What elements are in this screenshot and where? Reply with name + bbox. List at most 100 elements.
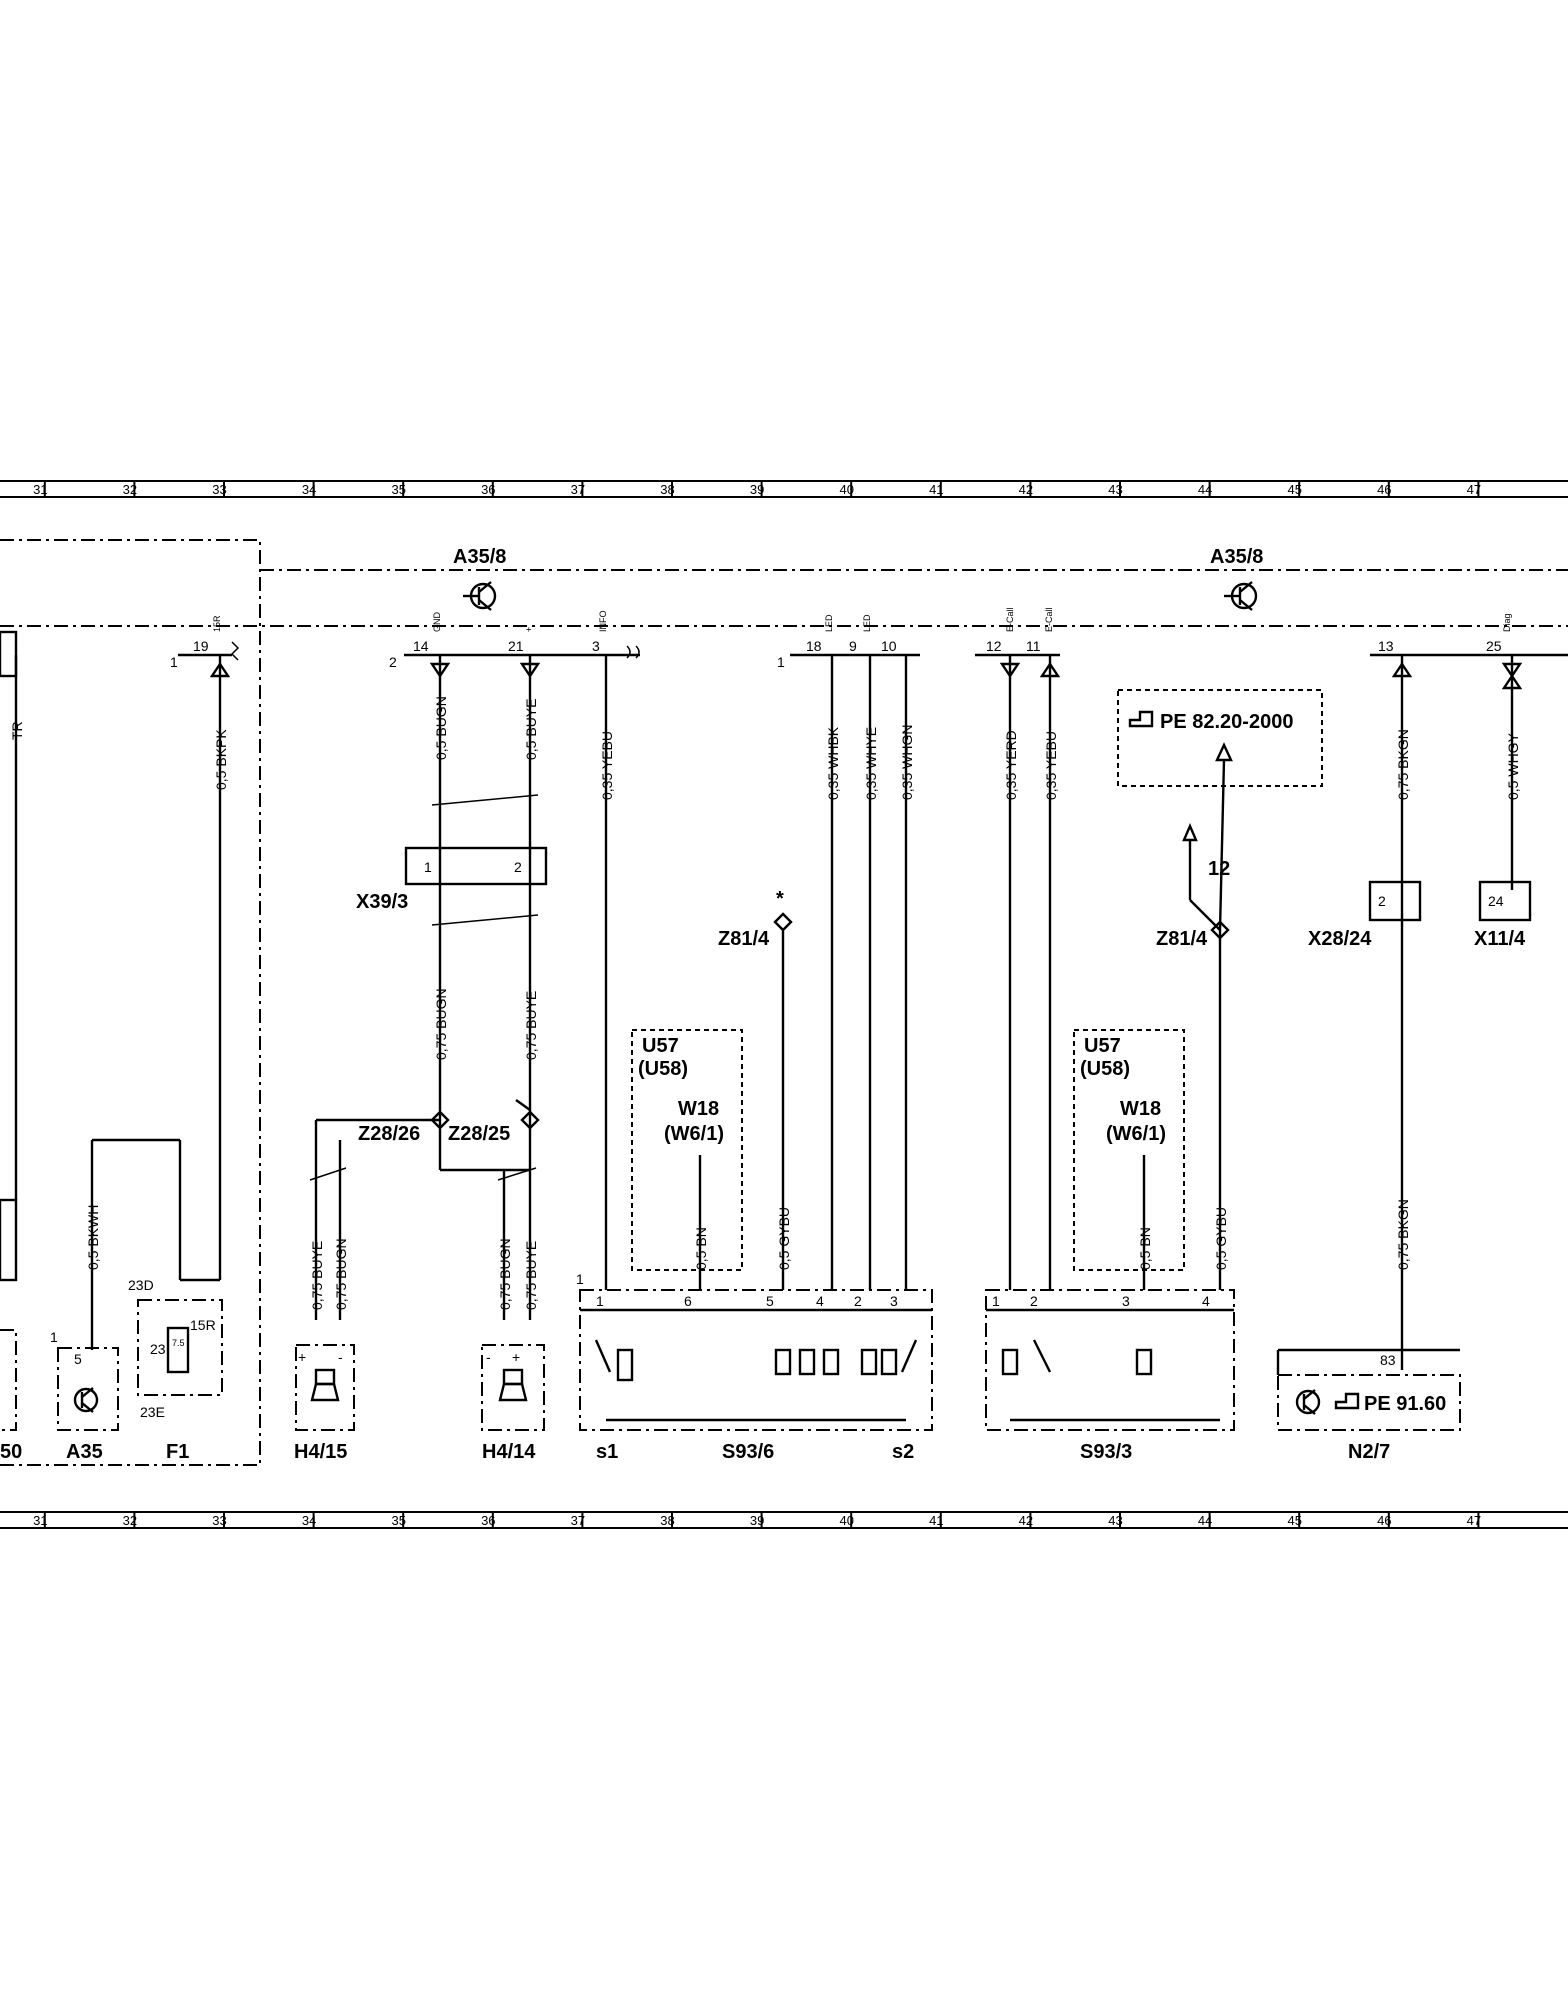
- wire-bugn: 0,75 BUGN: [333, 1238, 349, 1310]
- s93-6-switch-unit: 1 1 6 5 4 2 3 S93/6 s1 s2: [576, 1271, 933, 1463]
- transistor-icon: [1224, 581, 1258, 611]
- column-number: 38: [660, 1513, 674, 1528]
- u58-label: (U58): [1080, 1058, 1130, 1080]
- z81-4-label: Z81/4: [1156, 928, 1208, 950]
- column-bar-top: [0, 480, 1568, 498]
- n2-7-unit: 83 PE 91.60 N2/7: [1276, 1348, 1461, 1463]
- u57-box-left: U57 (U58) W18 (W6/1): [631, 1029, 743, 1271]
- column-number: 47: [1467, 1513, 1481, 1528]
- column-number: 31: [33, 1513, 47, 1528]
- switch-icon: [594, 1339, 918, 1373]
- asterisk: *: [776, 888, 784, 910]
- signal-plus: +: [524, 627, 534, 632]
- pin-10: 10: [881, 638, 897, 654]
- pin-19: 19: [193, 638, 209, 654]
- fuse-icon: [166, 1326, 190, 1374]
- wire-bn: 0,5 BN: [1137, 1227, 1153, 1270]
- column-number: 33: [212, 482, 226, 497]
- pin-83: 83: [1380, 1352, 1396, 1368]
- pin-18: 18: [806, 638, 822, 654]
- column-number: 39: [750, 482, 764, 497]
- pin-11: 11: [1026, 638, 1041, 654]
- pin-23: 23: [150, 1341, 166, 1357]
- pin-2: 2: [1378, 893, 1386, 909]
- pin-plus: +: [298, 1349, 306, 1365]
- column-number: 40: [839, 1513, 853, 1528]
- column-number: 38: [660, 482, 674, 497]
- column-number: 33: [212, 1513, 226, 1528]
- pin-3: 3: [890, 1293, 898, 1309]
- wire-bugn: 0,5 BUGN: [433, 696, 449, 760]
- signal-e-call: E-Call: [1044, 607, 1054, 632]
- column-number: 32: [123, 482, 137, 497]
- u57-box-right: U57 (U58) W18 (W6/1): [1073, 1029, 1185, 1271]
- signal-led: LED: [862, 614, 872, 632]
- pin-minus: -: [486, 1349, 491, 1365]
- a35-8-label-left: A35/8: [453, 546, 506, 568]
- w6-label: (W6/1): [664, 1123, 724, 1145]
- x11-4-label: X11/4: [1474, 928, 1526, 950]
- column-number: 34: [302, 1513, 316, 1528]
- column-number: 44: [1198, 482, 1212, 497]
- pin-2: 2: [514, 859, 522, 875]
- z28-25-label: Z28/25: [448, 1123, 510, 1145]
- wire-yerd: 0,35 YERD: [1003, 730, 1019, 800]
- connector-side-1: 1: [777, 654, 785, 670]
- x11-4-connector: 24 X11/4: [1474, 880, 1532, 950]
- column-number: 31: [33, 482, 47, 497]
- w18-label: W18: [1120, 1098, 1161, 1120]
- pin-2: 2: [1030, 1293, 1038, 1309]
- wire-whgy: 0,5 WHGY: [1505, 732, 1521, 800]
- pin-15r: 15R: [190, 1317, 216, 1333]
- z81-4-right: Z81/4 12: [1156, 742, 1233, 950]
- x28-24-label: X28/24: [1308, 928, 1372, 950]
- pin-4: 4: [816, 1293, 824, 1309]
- wire-bn: 0,5 BN: [693, 1227, 709, 1270]
- signal-led: LED: [824, 614, 834, 632]
- z81-4-left: * Z81/4: [718, 888, 793, 950]
- signal-info: INFO: [598, 611, 608, 633]
- pin-24: 24: [1488, 893, 1504, 909]
- h4-14-label: H4/14: [482, 1441, 536, 1463]
- pin-13: 13: [1378, 638, 1394, 654]
- u58-label: (U58): [638, 1058, 688, 1080]
- signal-gnd: GND: [432, 612, 442, 633]
- s2-label: s2: [892, 1441, 914, 1463]
- z81-4-label: Z81/4: [718, 928, 770, 950]
- wire-yebu: 0,35 YEBU: [599, 731, 615, 800]
- w6-label: (W6/1): [1106, 1123, 1166, 1145]
- ref-pe-82-text: PE 82.20-2000: [1160, 711, 1293, 733]
- pin-23d: 23D: [128, 1277, 154, 1293]
- column-number: 44: [1198, 1513, 1212, 1528]
- wire-whbk: 0,35 WHBK: [825, 726, 841, 800]
- connector-side-1: 1: [50, 1329, 58, 1345]
- column-number: 36: [481, 1513, 495, 1528]
- wire-buye: 0,75 BUYE: [309, 1241, 325, 1310]
- pin-6: 6: [684, 1293, 692, 1309]
- column-number: 45: [1287, 1513, 1301, 1528]
- signal-e-call: E-Call: [1005, 607, 1015, 632]
- u57-label: U57: [1084, 1035, 1121, 1057]
- column-number: 36: [481, 482, 495, 497]
- z28-splices: Z28/26 Z28/25: [309, 1110, 540, 1181]
- u57-label: U57: [642, 1035, 679, 1057]
- column-number: 34: [302, 482, 316, 497]
- column-number: 39: [750, 1513, 764, 1528]
- connector-side-1: 1: [576, 1271, 584, 1287]
- pin-21: 21: [508, 638, 524, 654]
- left-edge-component: 50: [0, 630, 22, 1463]
- ref-pe-91-text: PE 91.60: [1364, 1393, 1446, 1415]
- wire-tr: TR: [9, 721, 25, 740]
- x39-3-connector: 1 2 X39/3: [356, 794, 548, 926]
- pin-minus: -: [338, 1349, 343, 1365]
- a35-8-pin-numbers: 19 14 21 3 18 9 10 12 11 13 25 1 2 1: [170, 638, 1502, 670]
- f1-label: F1: [166, 1441, 189, 1463]
- transistor-icon: [1295, 1389, 1321, 1415]
- column-number: 37: [571, 1513, 585, 1528]
- connector-side-1: 1: [170, 654, 178, 670]
- wire-gybu: 0,5 GYBU: [1213, 1207, 1229, 1270]
- pointing-hand-icon: [1334, 1392, 1360, 1410]
- x39-3-label: X39/3: [356, 891, 408, 913]
- ref-box-pe-82: PE 82.20-2000: [1117, 689, 1323, 787]
